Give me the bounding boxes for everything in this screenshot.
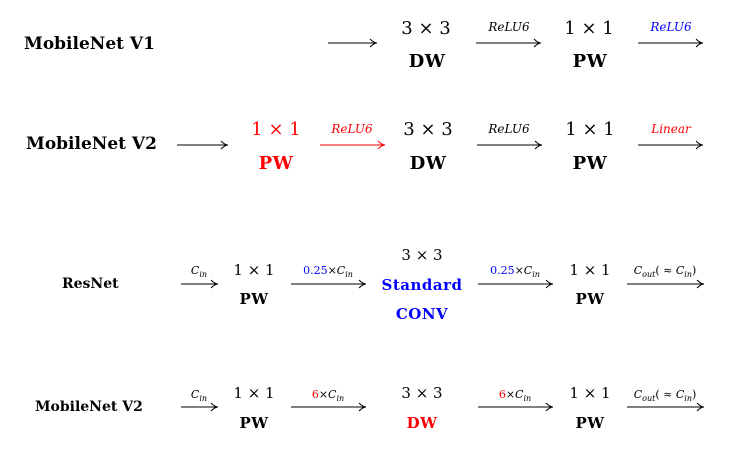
row4-output-channels: Cout( ≈ Cin)	[633, 388, 697, 404]
row1-block1-name: DW	[408, 51, 446, 72]
row1-block2-size: 1 × 1	[564, 18, 614, 39]
row3-output-channels: Cout( ≈ Cin)	[633, 264, 697, 280]
row3-block2-size: 3 × 3	[401, 246, 443, 264]
row4-block3-size: 1 × 1	[569, 384, 611, 402]
row4-block2-name: DW	[406, 414, 438, 432]
row3-ch2-label: 0.25×Cin	[490, 264, 540, 280]
row1-block2-name: PW	[572, 51, 608, 72]
row3-input-channels: Cin	[190, 264, 208, 280]
row3-label: ResNet	[62, 276, 119, 292]
row3-block3-name: PW	[575, 290, 605, 308]
row2-block3-name: PW	[572, 153, 608, 174]
row3-input-arrow	[181, 279, 219, 289]
row1-block1-size: 3 × 3	[401, 18, 451, 39]
row4-output-arrow	[627, 402, 705, 412]
row4-label: MobileNet V2	[35, 399, 143, 415]
row1-act1-arrow	[476, 38, 542, 48]
row3-block1-size: 1 × 1	[233, 261, 275, 279]
row2-block1-name: PW	[258, 153, 294, 174]
row4-input-channels: Cin	[190, 388, 208, 404]
row3-ch1-arrow	[291, 279, 367, 289]
row2-block1-size: 1 × 1	[251, 119, 301, 140]
row3-ch2-arrow	[478, 279, 554, 289]
row1-label: MobileNet V1	[24, 34, 155, 54]
row2-block3-size: 1 × 1	[565, 119, 615, 140]
row2-act1-label: ReLU6	[331, 122, 373, 136]
row4-ch1-label: 6×Cin	[311, 388, 345, 404]
row4-block2-size: 3 × 3	[401, 384, 443, 402]
row4-ch2-label: 6×Cin	[498, 388, 532, 404]
row3-block3-size: 1 × 1	[569, 261, 611, 279]
row3-output-arrow	[627, 279, 705, 289]
row4-block1-name: PW	[239, 414, 269, 432]
row3-ch1-label: 0.25×Cin	[303, 264, 353, 280]
row2-act3-arrow	[638, 140, 704, 150]
row2-act3-label: Linear	[651, 122, 691, 136]
row4-ch2-arrow	[478, 402, 554, 412]
row3-block1-name: PW	[239, 290, 269, 308]
row1-act2-arrow	[638, 38, 704, 48]
row2-block2-size: 3 × 3	[403, 119, 453, 140]
row4-input-arrow	[181, 402, 219, 412]
row4-block3-name: PW	[575, 414, 605, 432]
row4-block1-size: 1 × 1	[233, 384, 275, 402]
row2-label: MobileNet V2	[26, 134, 157, 154]
row2-input-arrow	[177, 140, 229, 150]
row2-block2-name: DW	[409, 153, 447, 174]
row2-act2-label: ReLU6	[488, 122, 530, 136]
row3-block2-name1: Standard	[381, 276, 463, 294]
row1-act1-label: ReLU6	[488, 20, 530, 34]
row2-act1-arrow	[320, 140, 386, 150]
row4-ch1-arrow	[291, 402, 367, 412]
row3-block2-name2: CONV	[395, 305, 449, 323]
row2-act2-arrow	[477, 140, 543, 150]
row1-input-arrow	[328, 38, 378, 48]
row1-act2-label: ReLU6	[650, 20, 692, 34]
